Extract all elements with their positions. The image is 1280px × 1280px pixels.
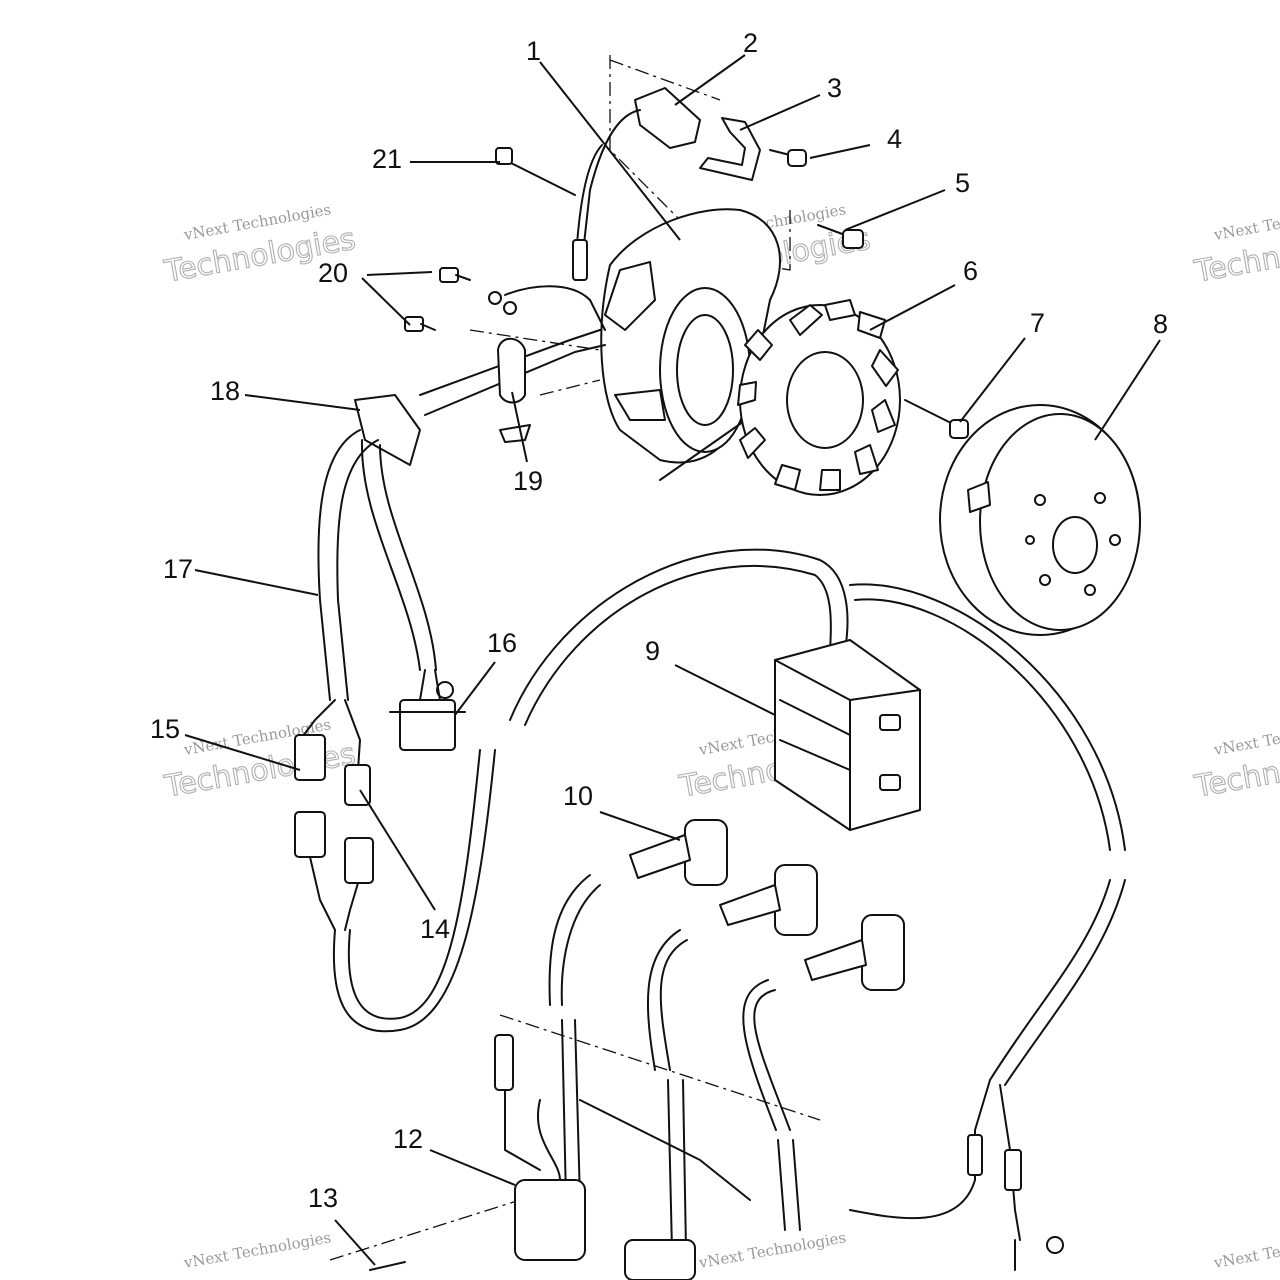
callout-21: 21: [372, 144, 402, 174]
callout-labels: 1 2 3 4 5 6 7 8 9 10 12 13 14 15 16 17 1…: [150, 28, 1168, 1213]
callout-16: 16: [487, 628, 517, 658]
callout-3: 3: [827, 73, 842, 103]
callout-15: 15: [150, 714, 180, 744]
flywheel: [939, 404, 1141, 636]
callout-14: 14: [420, 914, 450, 944]
callout-5: 5: [955, 168, 970, 198]
main-harness: [317, 429, 437, 701]
stator-plate: [600, 208, 781, 481]
harness-screws: [404, 267, 517, 332]
long-bolt: [495, 147, 576, 196]
callout-18: 18: [210, 376, 240, 406]
coil-screw: [369, 1261, 406, 1271]
coil-bracket: [699, 117, 761, 181]
leader-lines: [184, 54, 1161, 1266]
watermark-text: vNext Technologies: [1212, 715, 1280, 759]
callout-8: 8: [1153, 309, 1168, 339]
stator-coil: [737, 299, 901, 496]
callout-13: 13: [308, 1183, 338, 1213]
callout-6: 6: [963, 256, 978, 286]
callout-7: 7: [1030, 308, 1045, 338]
cdi-box: [774, 639, 921, 831]
ignition-coil: [494, 1034, 751, 1280]
callout-12: 12: [393, 1124, 423, 1154]
connector-block: [389, 669, 466, 751]
callout-4: 4: [887, 124, 902, 154]
bracket-screw: [769, 149, 807, 167]
callout-1: 1: [526, 36, 541, 66]
watermark-text: vNext Technologies: [697, 1228, 848, 1272]
stator-bolt: [904, 399, 969, 439]
callout-17: 17: [163, 554, 193, 584]
watermark-text: vNext Technologies: [182, 1228, 333, 1272]
callout-10: 10: [563, 781, 593, 811]
stator-harness: [354, 285, 606, 466]
callout-20: 20: [318, 258, 348, 288]
output-leads: [849, 1079, 1064, 1271]
watermark-text: vNext Technologies: [1212, 200, 1280, 244]
callout-9: 9: [645, 636, 660, 666]
pulser-coil: [572, 87, 701, 281]
callout-2: 2: [743, 28, 758, 58]
ht-leads: [548, 874, 801, 1251]
loop-wire: [332, 548, 1126, 1086]
harness-connectors: [294, 699, 374, 931]
watermark-text: vNext Technologies: [1212, 1228, 1280, 1272]
plate-screw: [817, 224, 864, 249]
callout-19: 19: [513, 466, 543, 496]
spark-plug-caps: [629, 819, 905, 991]
